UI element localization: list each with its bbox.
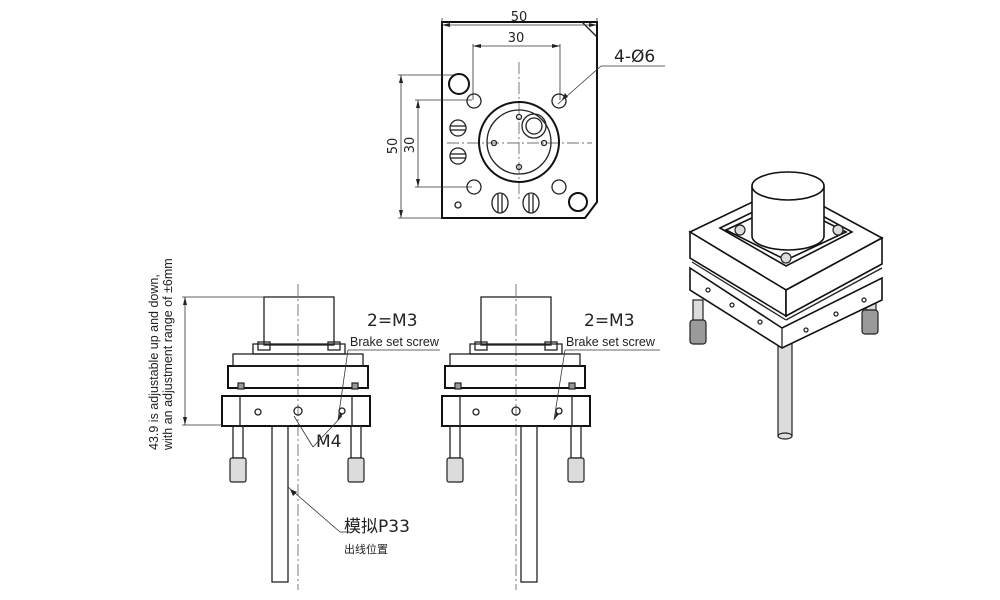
hole-callout: 4-Ø6 — [557, 47, 665, 105]
dim-adjustable: 43.9 is adjustable up and down, with an … — [147, 258, 264, 451]
front-view-left: 43.9 is adjustable up and down, with an … — [147, 258, 440, 590]
dim-height-inner-text: 30 — [403, 137, 418, 154]
dim-height-outer: 50 — [386, 74, 455, 219]
center-boss — [478, 101, 560, 183]
front-view-right: 2=M3 Brake set screw — [441, 284, 660, 590]
thread-label: M4 — [316, 432, 341, 452]
dim-width-outer-text: 50 — [511, 10, 528, 25]
brake-label-right: Brake set screw — [566, 335, 656, 349]
dim-height-inner: 30 — [403, 99, 472, 188]
probe-rod — [271, 425, 289, 583]
dim-height-outer-text: 50 — [386, 138, 401, 155]
brake-label-left: Brake set screw — [350, 335, 440, 349]
mount-hole — [466, 93, 482, 109]
dim-width-inner-text: 30 — [508, 31, 525, 46]
sensor-body — [263, 296, 335, 346]
set-screw-callout-right: 2=M3 Brake set screw — [553, 311, 660, 421]
foot — [229, 457, 247, 483]
outlet-callout: 模拟P33 出线位置 — [287, 486, 410, 556]
set-screw-text-right: 2=M3 — [584, 311, 635, 331]
isometric-view — [688, 171, 884, 440]
adjust-note-line2: with an adjustment range of ±6mm — [161, 258, 175, 451]
bottom-block — [221, 395, 371, 427]
side-screw — [449, 119, 467, 165]
set-screw-callout-left: 2=M3 Brake set screw — [337, 311, 440, 421]
hole-callout-text: 4-Ø6 — [614, 47, 655, 67]
bottom-screw — [491, 192, 540, 214]
thread-callout: M4 — [293, 415, 343, 452]
outlet-label: 出线位置 — [344, 542, 388, 556]
iso-cylinder — [751, 186, 825, 251]
adjust-note-line1: 43.9 is adjustable up and down, — [147, 274, 161, 450]
dim-width-inner: 30 — [472, 31, 561, 100]
corner-hole-large — [448, 73, 470, 95]
dim-width-outer: 50 — [441, 10, 598, 27]
top-view: 50 30 50 30 — [386, 10, 665, 219]
set-screw-text-left: 2=M3 — [367, 311, 418, 331]
model-label: 模拟P33 — [344, 517, 410, 537]
top-plate-outline — [441, 21, 598, 219]
